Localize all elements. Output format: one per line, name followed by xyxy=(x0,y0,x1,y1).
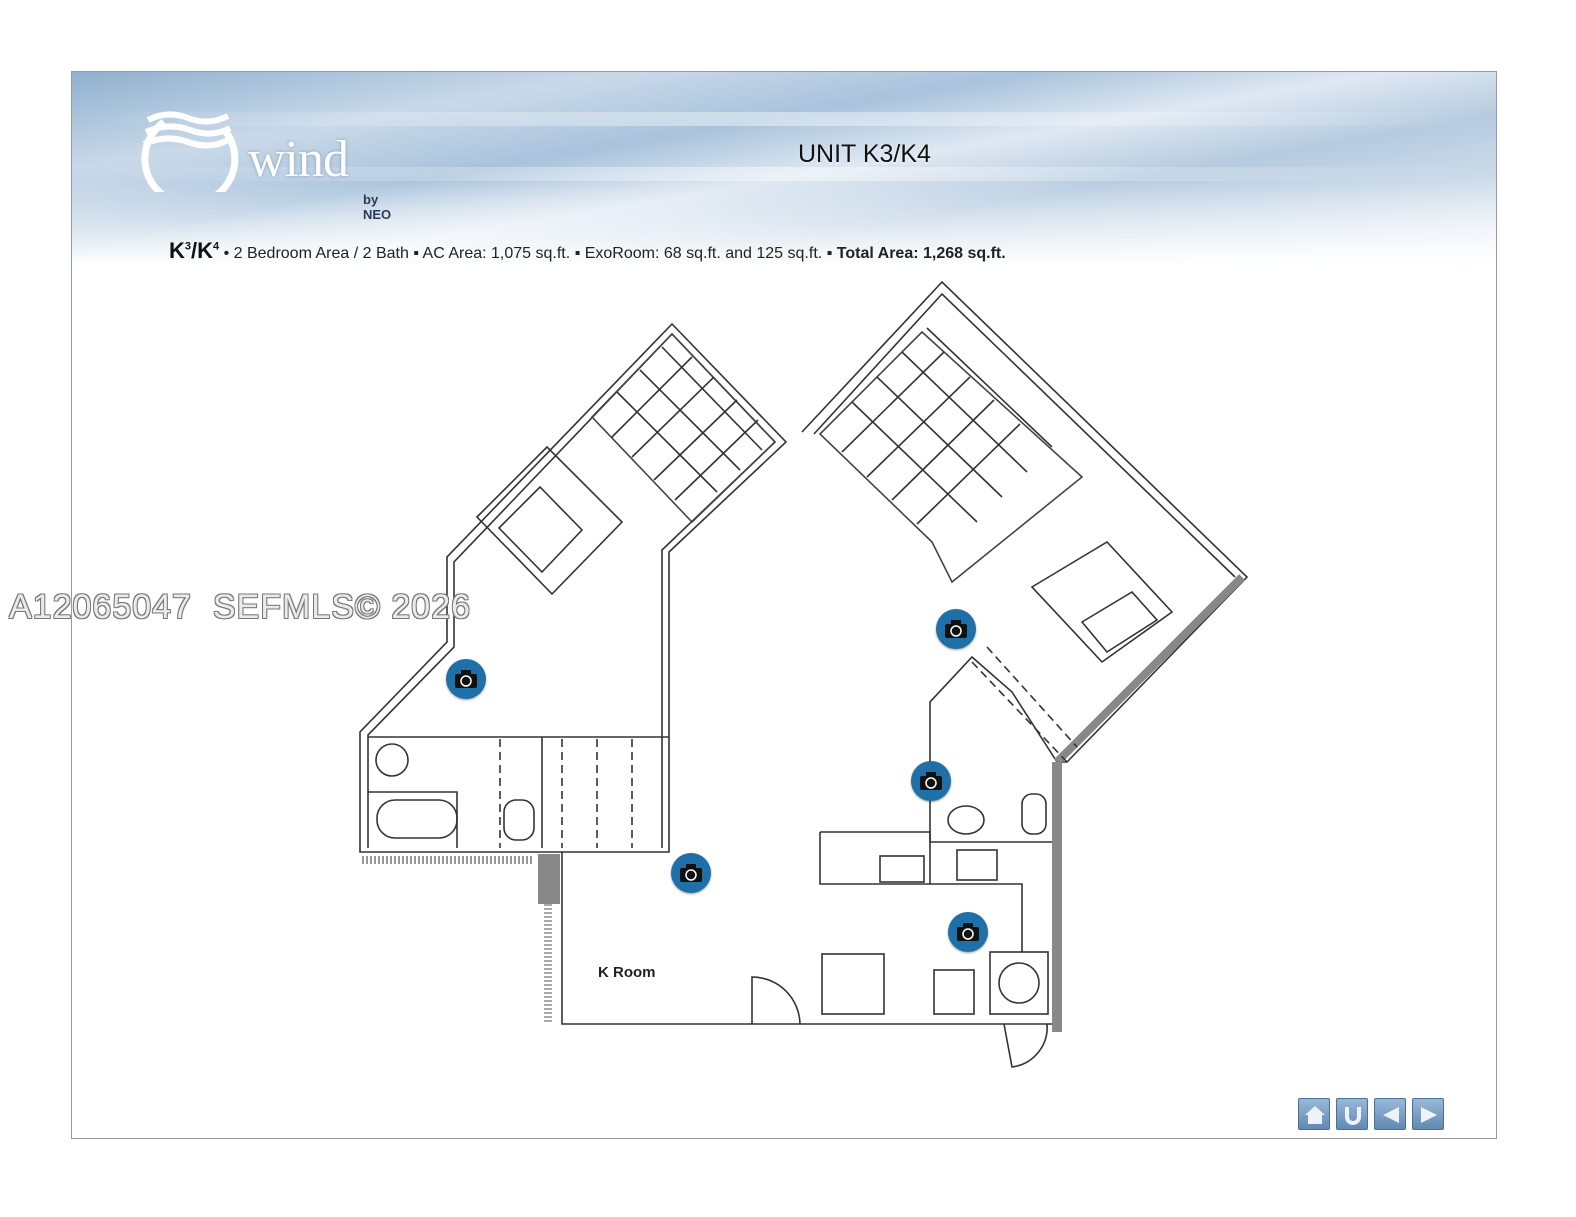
unit-code: K3/K4 xyxy=(169,238,220,263)
next-icon xyxy=(1421,1107,1437,1123)
unit-title: UNIT K3/K4 xyxy=(798,140,931,168)
unit-spec-line: K3/K4 • 2 Bedroom Area / 2 Bath ▪ AC Are… xyxy=(169,238,1006,264)
room-label: K Room xyxy=(598,964,656,981)
camera-icon[interactable] xyxy=(446,659,486,699)
return-icon xyxy=(1345,1107,1361,1125)
return-button[interactable] xyxy=(1336,1098,1368,1130)
previous-icon xyxy=(1383,1107,1399,1123)
home-button[interactable] xyxy=(1298,1098,1330,1130)
logo-wordmark: wind xyxy=(248,131,349,188)
total-area: Total Area: 1,268 sq.ft. xyxy=(836,245,1006,262)
logo-submark: by NEO xyxy=(363,192,392,222)
next-button[interactable] xyxy=(1412,1098,1444,1130)
floorplan-frame: wind by NEO UNIT K3/K4 K3/K4 • 2 Bedroom… xyxy=(71,71,1497,1139)
floor-plan-drawing xyxy=(359,280,1249,1068)
unit-details: • 2 Bedroom Area / 2 Bath ▪ AC Area: 1,0… xyxy=(219,245,837,262)
camera-icon[interactable] xyxy=(671,853,711,893)
camera-icon[interactable] xyxy=(911,761,951,801)
home-icon xyxy=(1305,1106,1325,1124)
mls-watermark: A12065047 SEFMLS© 2026 xyxy=(9,588,472,626)
camera-icon[interactable] xyxy=(948,912,988,952)
wind-logo: wind by NEO xyxy=(128,92,391,222)
header-banner xyxy=(72,72,1496,267)
camera-icon[interactable] xyxy=(936,609,976,649)
wave-logo-icon xyxy=(141,111,239,208)
previous-button[interactable] xyxy=(1374,1098,1406,1130)
